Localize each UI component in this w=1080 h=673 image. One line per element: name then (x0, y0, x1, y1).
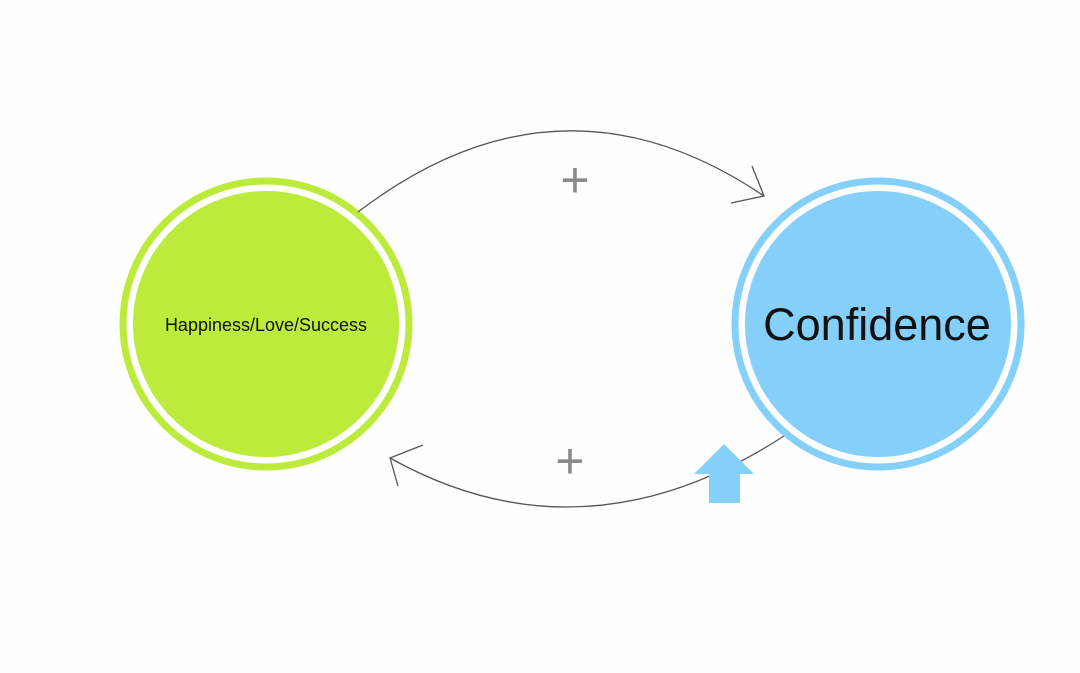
link-bottom-arrowhead-icon (389, 444, 424, 487)
link-top: + (357, 130, 765, 213)
up-arrow-icon (694, 444, 754, 503)
link-top-arrowhead-icon (730, 165, 765, 204)
node-confidence: Confidence (731, 177, 1025, 471)
node-confidence-label: Confidence (763, 299, 991, 350)
link-top-arc (357, 130, 765, 213)
node-happiness-fill (133, 191, 399, 457)
node-confidence-ring (731, 177, 1025, 471)
link-top-sign: + (560, 152, 589, 208)
node-happiness-label: Happiness/Love/Success (165, 315, 367, 335)
node-happiness: Happiness/Love/Success (119, 177, 413, 471)
link-bottom-sign: + (555, 433, 584, 489)
node-happiness-ring (119, 177, 413, 471)
node-confidence-fill (745, 191, 1011, 457)
link-bottom: + (389, 433, 785, 508)
